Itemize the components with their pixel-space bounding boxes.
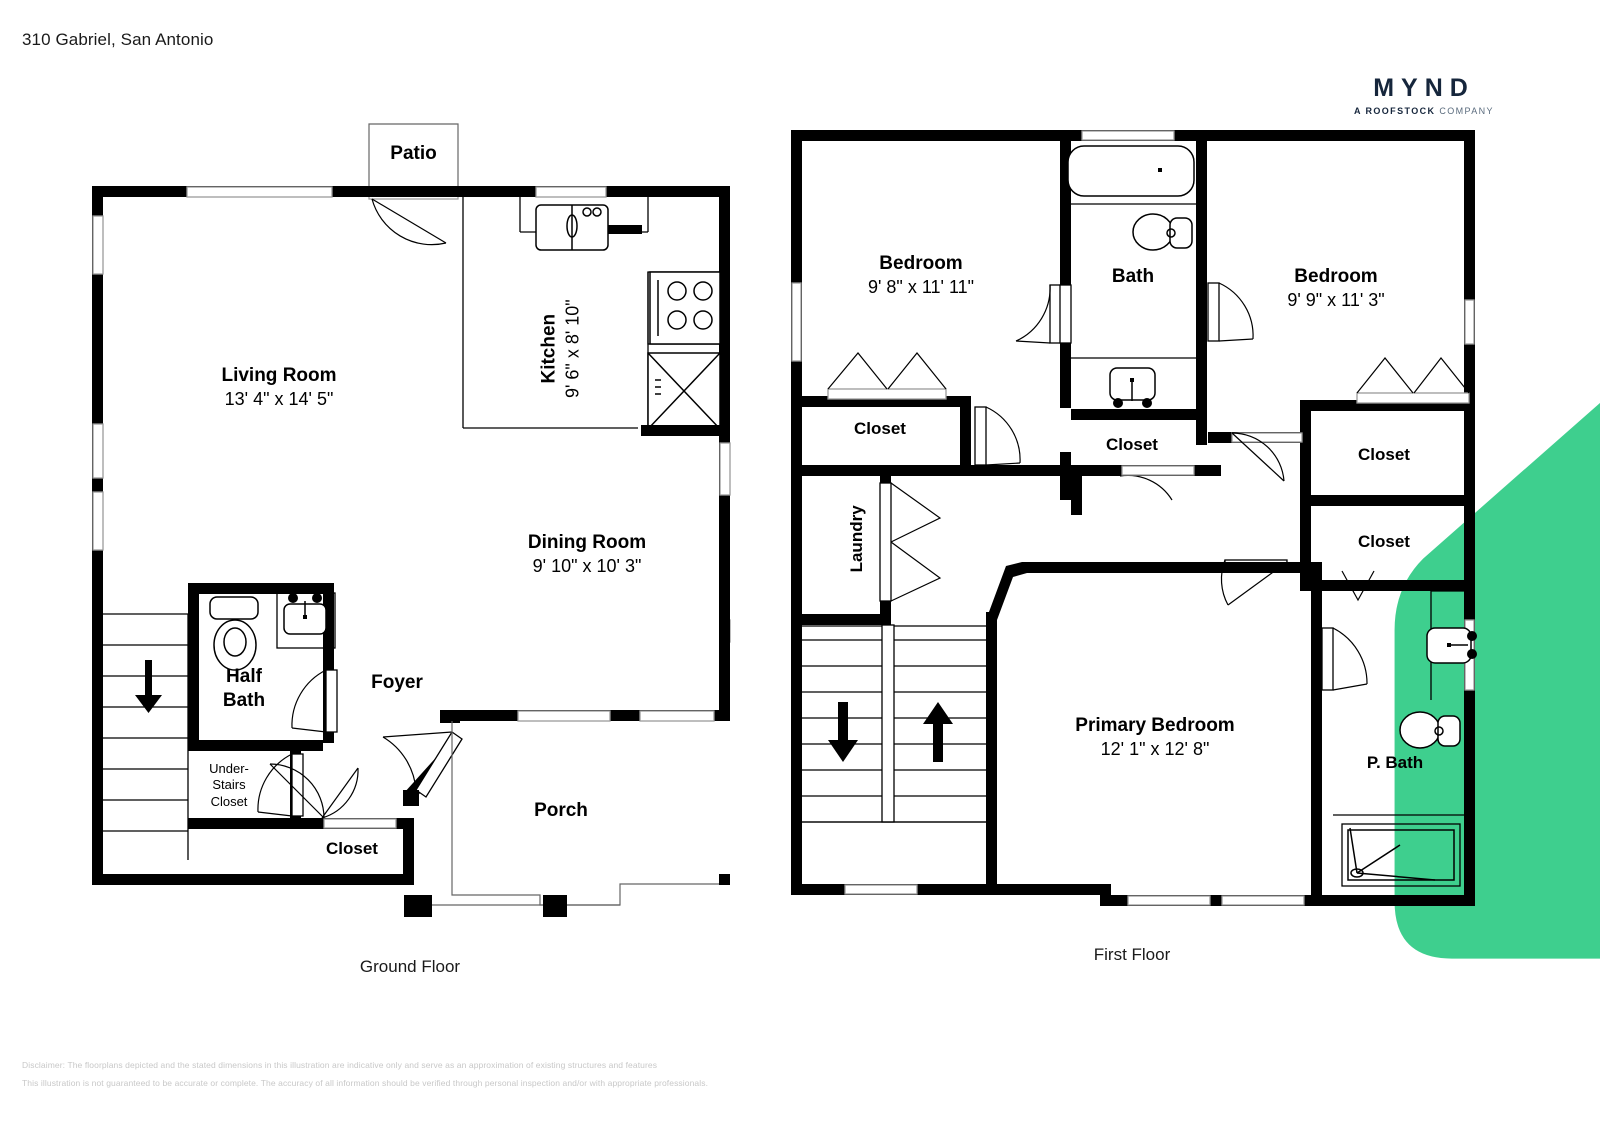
right-bedroom-walls	[1207, 282, 1475, 606]
room-label-bedroom-right: Bedroom 9' 9" x 11' 3"	[1205, 265, 1467, 312]
half-bath-name-line1: Half	[226, 666, 262, 687]
toilet-icon	[209, 596, 259, 671]
room-label-understairs-closet: Under- Stairs Closet	[196, 761, 262, 810]
bedroom-left-name: Bedroom	[879, 253, 963, 274]
primary-bedroom-walls	[986, 562, 1368, 906]
primary-bedroom-dims: 12' 1" x 12' 8"	[1100, 739, 1210, 760]
wall-seg	[719, 603, 730, 643]
room-label-living-room: Living Room 13' 4" x 14' 5"	[148, 364, 410, 411]
closet-ground-name: Closet	[326, 839, 378, 858]
refrigerator-icon	[647, 352, 721, 430]
closet-right-bottom-name: Closet	[1358, 532, 1410, 551]
half-bath-name-line2: Bath	[222, 690, 266, 712]
first-floor-caption: First Floor	[1093, 945, 1171, 964]
closet-left-name: Closet	[854, 419, 906, 438]
mynd-house-icon	[1366, 14, 1600, 959]
laundry-walls	[791, 465, 942, 625]
room-label-closet-left: Closet	[830, 418, 930, 440]
toilet-icon	[1132, 213, 1193, 251]
understairs-line3: Closet	[210, 793, 248, 809]
page-title: 310 Gabriel, San Antonio	[22, 30, 214, 49]
room-label-primary-bedroom: Primary Bedroom 12' 1" x 12' 8"	[1024, 714, 1286, 761]
p-bath-fixtures	[1333, 570, 1477, 887]
ground-floor-caption: Ground Floor	[359, 957, 461, 976]
living-room-name: Living Room	[221, 365, 337, 386]
left-bedroom-walls	[791, 130, 1072, 500]
sink-icon	[1071, 357, 1196, 408]
logo-wordmark: MYND	[1373, 74, 1475, 102]
range-icon	[649, 271, 721, 345]
understairs-closet-door	[257, 753, 304, 817]
porch-outline	[404, 721, 730, 917]
foyer-name: Foyer	[371, 672, 423, 693]
closet-right-top-name: Closet	[1358, 445, 1410, 464]
living-room-dims: 13' 4" x 14' 5"	[224, 389, 334, 410]
stairs-down-arrow-icon	[135, 660, 162, 713]
room-label-porch: Porch	[505, 799, 617, 823]
room-label-patio: Patio	[369, 142, 458, 166]
laundry-name: Laundry	[847, 505, 867, 573]
toilet-icon	[1399, 711, 1461, 749]
dining-room-dims: 9' 10" x 10' 3"	[532, 556, 642, 577]
bath-name: Bath	[1111, 266, 1155, 287]
stairs-down-arrow-icon	[828, 702, 858, 762]
bedroom-right-name: Bedroom	[1294, 266, 1378, 287]
sink-icon	[1426, 627, 1477, 664]
primary-bedroom-name: Primary Bedroom	[1075, 715, 1235, 736]
room-label-laundry: Laundry	[846, 479, 868, 599]
room-label-closet-right-top: Closet	[1334, 444, 1434, 466]
bathtub-icon	[1067, 145, 1195, 197]
ground-stairs	[103, 613, 189, 860]
room-label-half-bath: Half Bath	[196, 665, 292, 714]
kitchen-dims: 9' 6" x 8' 10"	[562, 299, 583, 399]
bedroom-right-dims: 9' 9" x 11' 3"	[1287, 290, 1385, 311]
room-label-closet-mid: Closet	[1082, 434, 1182, 456]
sink-icon	[276, 592, 336, 649]
logo-tagline-rest: COMPANY	[1435, 106, 1494, 116]
bedroom-left-dims: 9' 8" x 11' 11"	[867, 277, 975, 298]
p-bath-name: P. Bath	[1366, 753, 1424, 772]
patio-name: Patio	[390, 143, 437, 164]
disclaimer-line-2: This illustration is not guaranteed to b…	[22, 1078, 709, 1088]
first-floor-plan	[791, 130, 1477, 906]
room-label-bedroom-left: Bedroom 9' 8" x 11' 11"	[790, 252, 1052, 299]
dining-room-name: Dining Room	[527, 532, 647, 553]
ground-windows	[92, 186, 731, 722]
understairs-line2: Stairs	[212, 777, 246, 793]
logo-tagline: A ROOFSTOCK COMPANY	[1318, 106, 1530, 116]
room-label-foyer: Foyer	[344, 671, 450, 695]
kitchen-name: Kitchen	[538, 313, 560, 384]
understairs-line1: Under-	[209, 761, 249, 776]
mynd-logo: MYND A ROOFSTOCK COMPANY	[1318, 14, 1600, 959]
stairs-up-arrow-icon	[923, 702, 953, 762]
room-label-closet-ground: Closet	[302, 838, 402, 860]
room-label-closet-right-bottom: Closet	[1334, 531, 1434, 553]
room-label-dining-room: Dining Room 9' 10" x 10' 3"	[456, 531, 718, 578]
room-label-bath: Bath	[1083, 265, 1183, 289]
room-label-p-bath: P. Bath	[1340, 752, 1450, 774]
shower-icon	[1333, 814, 1475, 887]
ground-closet-walls	[269, 763, 414, 885]
kitchen-layout	[462, 197, 721, 436]
room-label-kitchen: Kitchen 9' 6" x 8' 10"	[537, 239, 584, 459]
bath-walls	[1059, 130, 1221, 515]
half-bath-door	[291, 669, 338, 733]
porch-name: Porch	[534, 800, 588, 821]
half-bath-fixtures	[209, 592, 338, 817]
first-stairs	[802, 620, 997, 823]
disclaimer-line-1: Disclaimer: The floorplans depicted and …	[22, 1060, 658, 1070]
ground-floor-plan	[92, 123, 731, 917]
logo-svg	[1394, 402, 1600, 959]
closet-mid-name: Closet	[1106, 435, 1158, 454]
foyer-doors	[321, 710, 463, 819]
logo-tagline-bold: A ROOFSTOCK	[1354, 106, 1436, 116]
